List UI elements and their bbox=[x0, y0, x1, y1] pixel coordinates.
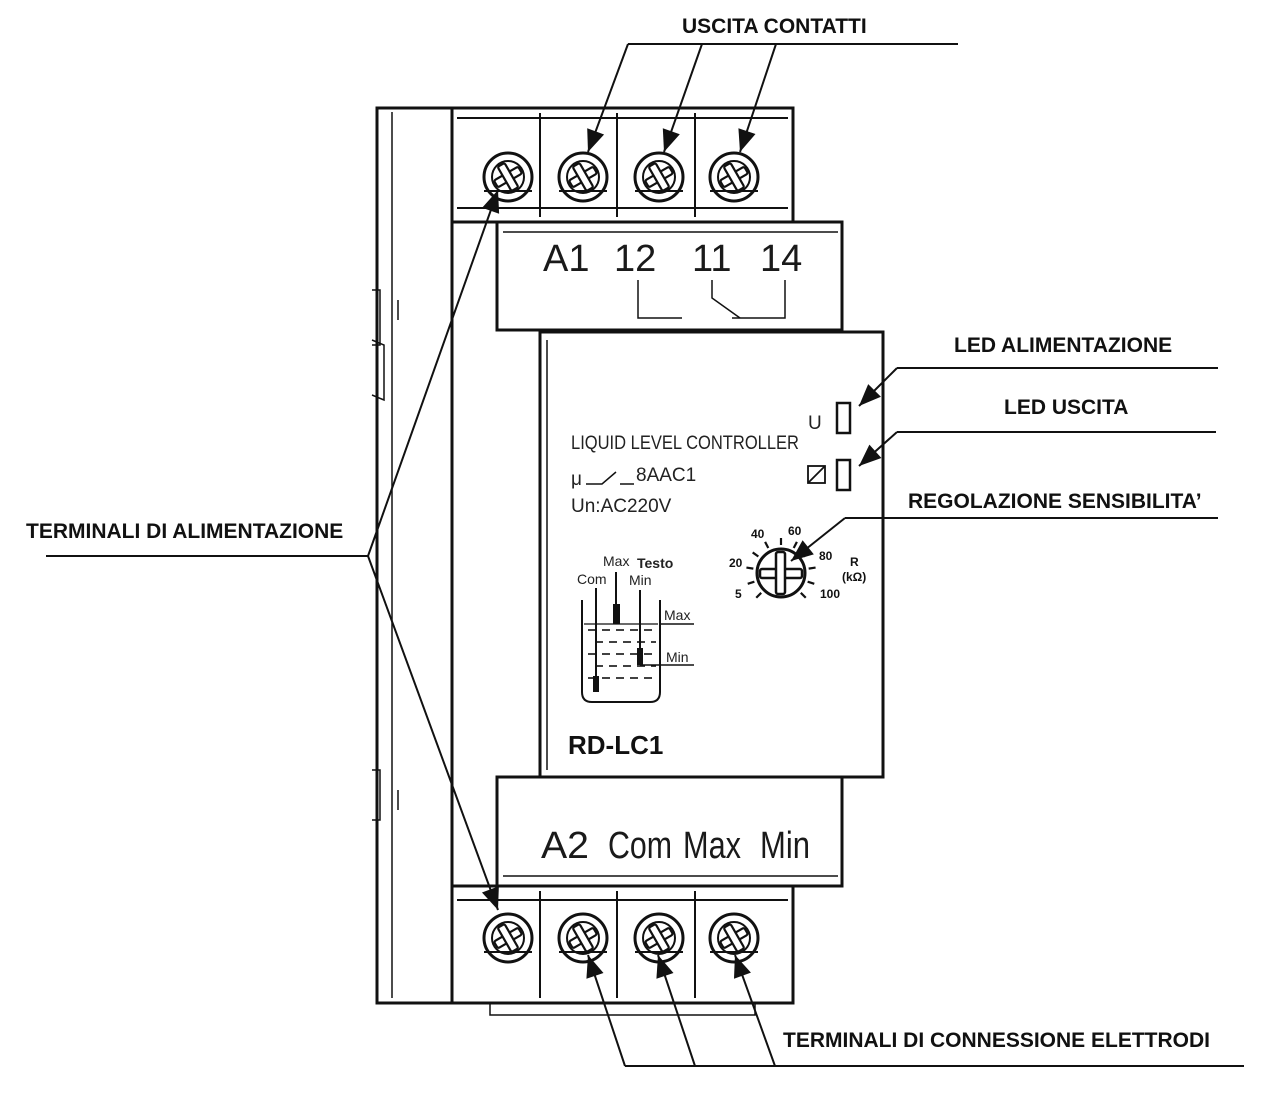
contact-symbol-icon bbox=[637, 280, 682, 319]
callout-led-uscita: LED USCITA bbox=[1004, 396, 1128, 419]
dial-label-100: 100 bbox=[820, 587, 840, 601]
screws bbox=[482, 151, 760, 964]
arrowhead-1 bbox=[587, 128, 605, 152]
top-terminal-label-14: 14 bbox=[760, 238, 802, 280]
dial-label-20: 20 bbox=[729, 556, 743, 570]
switch-symbol-icon bbox=[586, 471, 617, 485]
callout-uscita-contatti: USCITA CONTATTI bbox=[682, 15, 867, 38]
tank-icon: Com Max Testo Min Max Min bbox=[577, 553, 694, 703]
tank-com-label: Com bbox=[577, 571, 607, 587]
led-u-label: U bbox=[808, 413, 822, 434]
bottom-terminal-label-A2: A2 bbox=[541, 825, 589, 867]
bottom-terminal-label-Max: Max bbox=[683, 825, 741, 867]
product-title: LIQUID LEVEL CONTROLLER bbox=[571, 433, 799, 454]
callout-terminali-elettrodi: TERMINALI DI CONNESSIONE ELETTRODI bbox=[783, 1029, 1210, 1052]
din-rail-housing bbox=[371, 106, 454, 1005]
callout-arrowheads bbox=[481, 128, 882, 979]
top-terminal-label-11: 11 bbox=[692, 238, 731, 280]
relay-coil-icon bbox=[807, 465, 826, 484]
bottom-label-band bbox=[495, 775, 844, 888]
arrowhead-5 bbox=[859, 444, 882, 466]
bottom-screw-icon-2[interactable] bbox=[557, 912, 609, 964]
arrowhead-8 bbox=[481, 886, 499, 910]
top-screw-icon-1[interactable] bbox=[482, 151, 534, 203]
power-led-icon bbox=[835, 401, 852, 435]
bottom-screw-icon-4[interactable] bbox=[708, 912, 760, 964]
top-screw-icon-2[interactable] bbox=[557, 151, 609, 203]
bottom-screw-icon-3[interactable] bbox=[633, 912, 685, 964]
dial-label-80: 80 bbox=[819, 549, 833, 563]
bottom-terminal-label-Min: Min bbox=[760, 825, 810, 867]
model-name: RD-LC1 bbox=[568, 730, 663, 760]
bottom-terminal-block bbox=[450, 884, 795, 1016]
top-terminal-label-12: 12 bbox=[614, 238, 656, 280]
top-screw-icon-3[interactable] bbox=[633, 151, 685, 203]
mu-symbol-icon: μ bbox=[571, 469, 582, 490]
dial-label-40: 40 bbox=[751, 527, 765, 541]
callout-lines bbox=[46, 43, 1244, 1067]
tank-min-side-label: Min bbox=[666, 649, 689, 665]
arrowhead-2 bbox=[662, 128, 680, 152]
arrowhead-9 bbox=[586, 955, 604, 979]
callout-terminali-alimentazione: TERMINALI DI ALIMENTAZIONE bbox=[26, 520, 343, 543]
arrowhead-6 bbox=[791, 540, 814, 561]
bottom-terminal-label-Com: Com bbox=[608, 825, 672, 867]
bottom-terminal-labels: A2 Com Max Min bbox=[541, 825, 810, 867]
bottom-screw-icon-1[interactable] bbox=[482, 912, 534, 964]
arrowhead-3 bbox=[738, 128, 756, 152]
tank-max-side-label: Max bbox=[664, 607, 690, 623]
dial-unit-k: (kΩ) bbox=[842, 570, 866, 584]
top-terminal-labels: A1 12 11 14 bbox=[543, 238, 802, 280]
top-screw-icon-4[interactable] bbox=[708, 151, 760, 203]
top-label-band bbox=[495, 220, 844, 332]
rating-text: 8AAC1 bbox=[636, 465, 696, 486]
arrowhead-11 bbox=[733, 955, 751, 979]
dial-label-5: 5 bbox=[735, 587, 742, 601]
callout-led-alimentazione: LED ALIMENTAZIONE bbox=[954, 334, 1172, 357]
arrowhead-10 bbox=[656, 955, 674, 979]
tank-min-top-label: Min bbox=[629, 572, 652, 588]
arrowhead-7 bbox=[482, 190, 500, 214]
top-terminal-label-A1: A1 bbox=[543, 238, 589, 280]
tank-testo-label: Testo bbox=[637, 555, 673, 571]
sensitivity-dial[interactable]: 5 20 40 60 80 100 R (kΩ) bbox=[729, 524, 866, 601]
dial-unit-r: R bbox=[850, 555, 859, 569]
arrowhead-4 bbox=[859, 384, 881, 406]
tank-max-top-label: Max bbox=[603, 553, 629, 569]
voltage-text: Un:AC220V bbox=[571, 496, 672, 517]
output-led-icon bbox=[835, 458, 852, 492]
callout-regolazione-sensibilita: REGOLAZIONE SENSIBILITA’ bbox=[908, 490, 1202, 513]
dial-label-60: 60 bbox=[788, 524, 802, 538]
